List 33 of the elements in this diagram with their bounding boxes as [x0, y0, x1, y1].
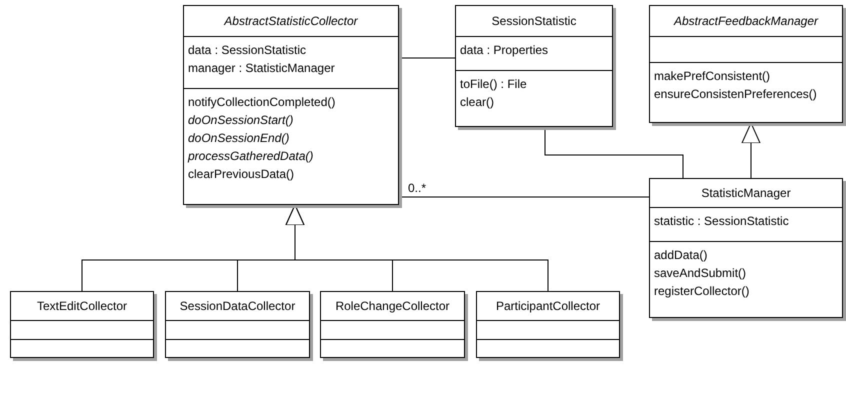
uml-class-box: [649, 178, 843, 318]
class-member: makePrefConsistent(): [653, 68, 772, 85]
class-member: doOnSessionEnd(): [187, 130, 290, 147]
class-member: registerCollector(): [653, 283, 750, 300]
class-member: manager : StatisticManager: [187, 60, 336, 77]
class-name: SessionDataCollector: [180, 298, 296, 315]
class-member: doOnSessionStart(): [187, 112, 294, 129]
uml-class-box: [183, 5, 399, 205]
class-name: AbstractStatisticCollector: [224, 13, 358, 30]
class-name: StatisticManager: [701, 185, 791, 202]
class-name: AbstractFeedbackManager: [674, 13, 818, 30]
class-member: notifyCollectionCompleted(): [187, 94, 336, 111]
class-name: SessionStatistic: [492, 13, 576, 30]
uml-class-box: [165, 291, 310, 358]
class-member: data : SessionStatistic: [187, 42, 308, 59]
class-member: processGatheredData(): [186, 148, 314, 165]
class-member: statistic : SessionStatistic: [653, 213, 790, 230]
class-member: data : Properties: [459, 42, 550, 59]
class-name: RoleChangeCollector: [335, 298, 450, 315]
class-member: toFile() : File: [459, 76, 528, 93]
class-member: ensureConsistenPreferences(): [653, 86, 818, 103]
uml-class-box: [320, 291, 465, 358]
class-name: ParticipantCollector: [496, 298, 600, 315]
uml-class-box: [455, 5, 613, 127]
class-member: saveAndSubmit(): [653, 265, 748, 282]
class-member: addData(): [653, 247, 708, 264]
uml-class-box: [476, 291, 620, 358]
uml-class-box: [649, 5, 843, 123]
uml-class-box: [10, 291, 154, 358]
class-member: clearPreviousData(): [187, 166, 296, 183]
class-name: TextEditCollector: [36, 298, 128, 315]
multiplicity-label: 0..*: [407, 181, 428, 195]
class-member: clear(): [459, 94, 496, 111]
